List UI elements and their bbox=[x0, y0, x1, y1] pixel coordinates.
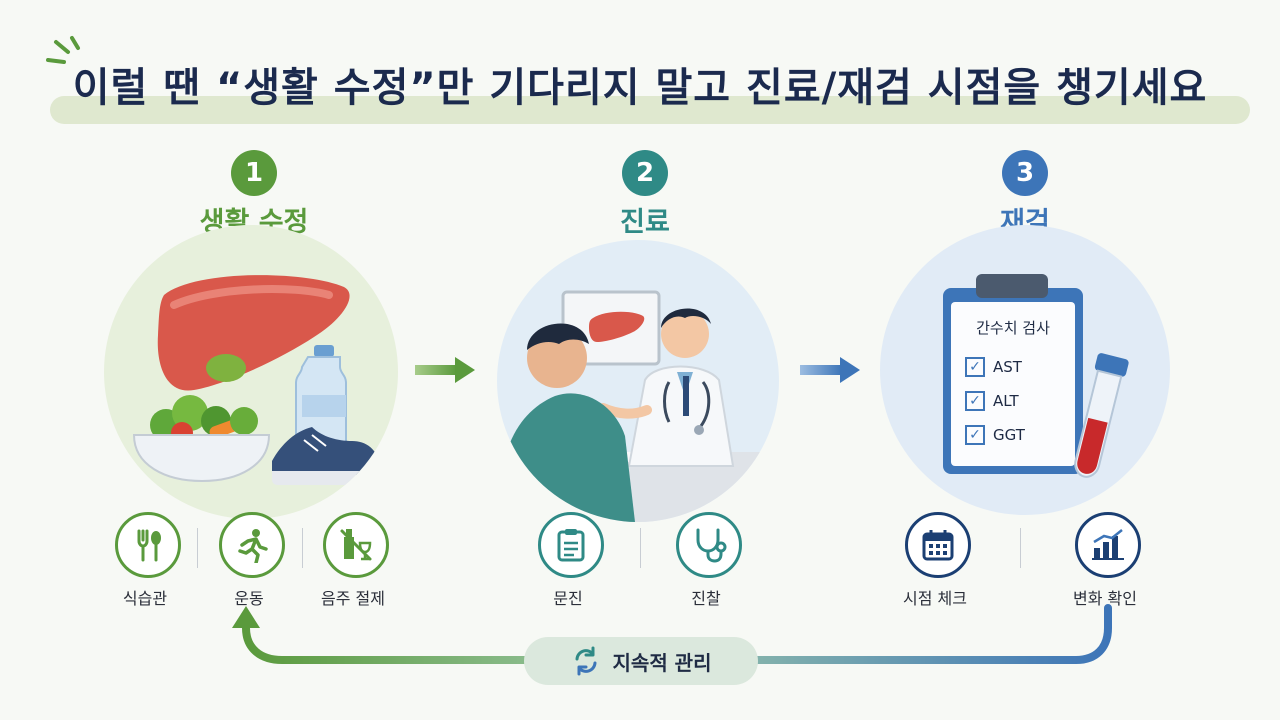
arrow-right-blue-icon bbox=[800, 357, 860, 383]
monitor-icon bbox=[561, 290, 661, 366]
no-alcohol-icon bbox=[323, 512, 389, 578]
checkbox-checked-icon: ✓ bbox=[965, 391, 985, 411]
stethoscope-icon bbox=[676, 512, 742, 578]
divider bbox=[302, 528, 303, 568]
icon-label-timing: 시점 체크 bbox=[903, 589, 967, 608]
running-person-icon bbox=[219, 512, 285, 578]
checklist-label: GGT bbox=[993, 426, 1025, 444]
checkbox-checked-icon: ✓ bbox=[965, 425, 985, 445]
fork-spoon-icon bbox=[115, 512, 181, 578]
bar-chart-icon bbox=[1075, 512, 1141, 578]
lifestyle-illustration bbox=[104, 225, 398, 519]
icon-label-exam: 진찰 bbox=[691, 589, 721, 608]
arrow-right-green-icon bbox=[415, 357, 475, 383]
blood-test-tube-icon bbox=[1074, 353, 1129, 478]
clipboard-icon bbox=[538, 512, 604, 578]
checklist-label: AST bbox=[993, 358, 1022, 376]
checkbox-checked-icon: ✓ bbox=[965, 357, 985, 377]
page-title: 이럴 땐 “생활 수정”만 기다리지 말고 진료/재검 시점을 챙기세요 bbox=[72, 65, 1208, 111]
divider bbox=[197, 528, 198, 568]
icon-label-diet: 식습관 bbox=[122, 589, 168, 608]
refresh-cycle-icon bbox=[575, 646, 597, 676]
step-2-title: 진료 bbox=[620, 207, 670, 238]
step-2-number: 2 bbox=[622, 150, 668, 196]
cycle-label: 지속적 관리 bbox=[612, 650, 712, 675]
clipboard-clip bbox=[976, 274, 1048, 298]
checklist-item: ✓ ALT bbox=[965, 390, 1065, 412]
salad-bowl-icon bbox=[132, 395, 271, 483]
clipboard-heading: 간수치 검사 bbox=[976, 319, 1050, 337]
divider bbox=[640, 528, 641, 568]
step-1-number: 1 bbox=[231, 150, 277, 196]
spark-lines-icon bbox=[46, 36, 80, 64]
icon-label-interview: 문진 bbox=[553, 589, 583, 608]
liver-icon bbox=[157, 275, 350, 391]
divider bbox=[1020, 528, 1021, 568]
checklist-label: ALT bbox=[993, 392, 1019, 410]
step-3-number: 3 bbox=[1002, 150, 1048, 196]
doctor-icon bbox=[598, 308, 735, 467]
calendar-icon bbox=[905, 512, 971, 578]
title-highlight bbox=[50, 96, 1250, 124]
icon-label-exercise: 운동 bbox=[234, 589, 264, 608]
continuous-management-pill: 지속적 관리 bbox=[524, 637, 758, 685]
doctor-consultation-illustration bbox=[497, 240, 779, 522]
icon-label-alcohol: 음주 절제 bbox=[321, 589, 385, 608]
icon-label-change: 변화 확인 bbox=[1073, 589, 1137, 608]
checklist-item: ✓ GGT bbox=[965, 424, 1065, 446]
checklist-item: ✓ AST bbox=[965, 356, 1065, 378]
